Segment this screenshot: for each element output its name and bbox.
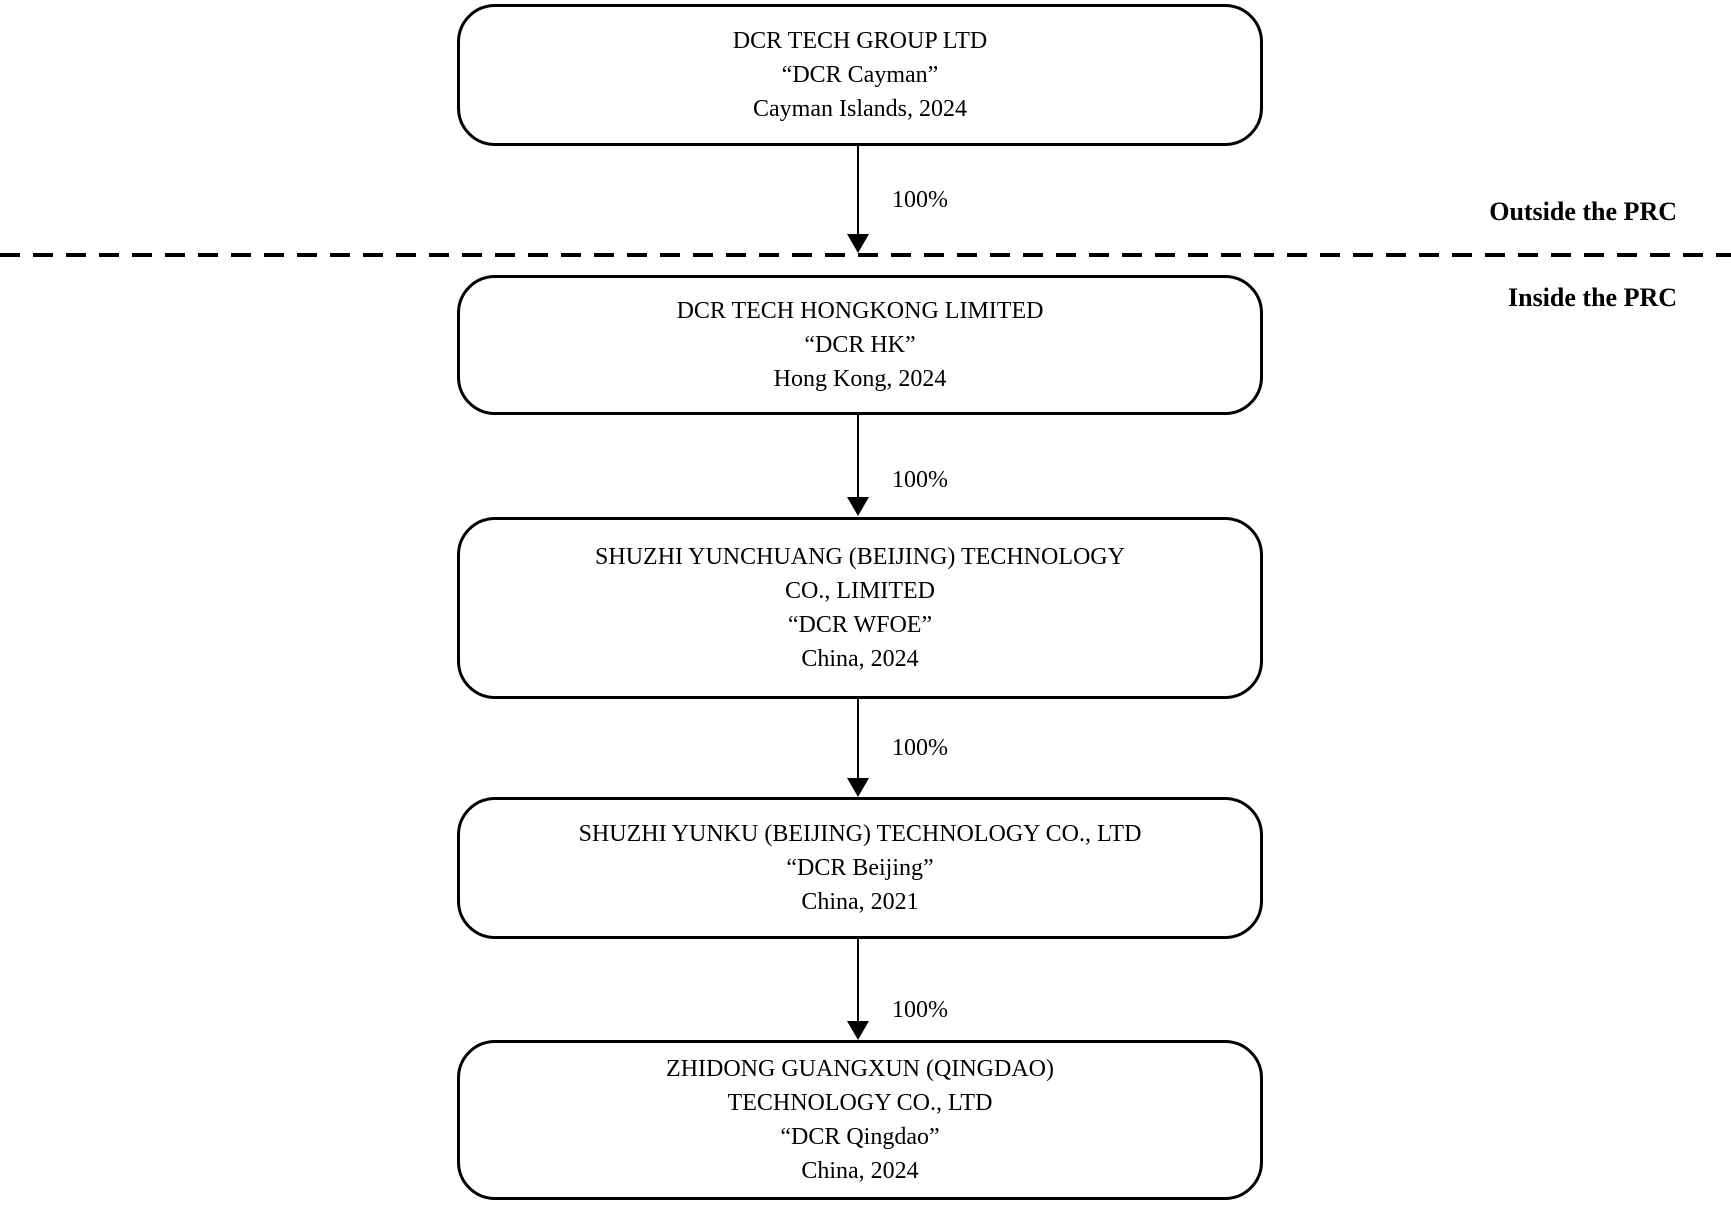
entity-name: DCR TECH HONGKONG LIMITED (676, 298, 1044, 324)
entity-box-dcr-cayman: DCR TECH GROUP LTD “DCR Cayman” Cayman I… (457, 4, 1263, 146)
entity-jurisdiction-year: China, 2024 (801, 646, 919, 672)
entity-box-dcr-hk: DCR TECH HONGKONG LIMITED “DCR HK” Hong … (457, 275, 1263, 415)
outside-prc-label: Outside the PRC (1489, 197, 1677, 226)
entity-jurisdiction-year: China, 2024 (801, 1158, 919, 1184)
ownership-percentage-3: 100% (892, 735, 948, 761)
arrow-down-icon (847, 497, 869, 516)
ownership-arrow-stem-3 (857, 699, 859, 778)
ownership-arrow-stem-4 (857, 939, 859, 1021)
arrow-down-icon (847, 778, 869, 797)
entity-jurisdiction-year: China, 2021 (801, 889, 919, 915)
entity-name: SHUZHI YUNCHUANG (BEIJING) TECHNOLOGY (595, 544, 1125, 570)
ownership-percentage-2: 100% (892, 467, 948, 493)
entity-name: DCR TECH GROUP LTD (732, 28, 988, 54)
prc-boundary-dashed-line (0, 253, 1731, 257)
entity-short-name: “DCR WFOE” (787, 612, 933, 638)
entity-short-name: “DCR Cayman” (781, 62, 939, 88)
ownership-arrow-stem-2 (857, 415, 859, 497)
entity-box-dcr-wfoe: SHUZHI YUNCHUANG (BEIJING) TECHNOLOGY CO… (457, 517, 1263, 699)
entity-name: SHUZHI YUNKU (BEIJING) TECHNOLOGY CO., L… (578, 821, 1142, 847)
inside-prc-label: Inside the PRC (1507, 283, 1677, 312)
entity-box-dcr-beijing: SHUZHI YUNKU (BEIJING) TECHNOLOGY CO., L… (457, 797, 1263, 939)
entity-name-continued: TECHNOLOGY CO., LTD (727, 1090, 993, 1116)
entity-name: ZHIDONG GUANGXUN (QINGDAO) (666, 1056, 1054, 1082)
arrow-down-icon (847, 1021, 869, 1040)
ownership-percentage-4: 100% (892, 997, 948, 1023)
arrow-down-icon (847, 234, 869, 253)
entity-short-name: “DCR HK” (804, 332, 916, 358)
entity-short-name: “DCR Qingdao” (780, 1124, 940, 1150)
entity-box-dcr-qingdao: ZHIDONG GUANGXUN (QINGDAO) TECHNOLOGY CO… (457, 1040, 1263, 1200)
entity-name-continued: CO., LIMITED (785, 578, 935, 604)
entity-jurisdiction-year: Cayman Islands, 2024 (753, 96, 967, 122)
ownership-percentage-1: 100% (892, 187, 948, 213)
entity-short-name: “DCR Beijing” (786, 855, 934, 881)
entity-jurisdiction-year: Hong Kong, 2024 (773, 366, 947, 392)
ownership-arrow-stem-1 (857, 146, 859, 234)
